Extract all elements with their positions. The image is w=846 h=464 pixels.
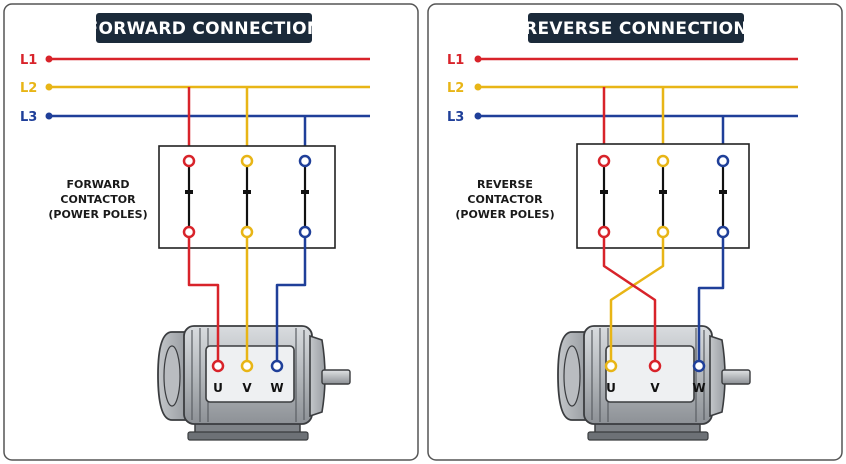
line-l2-dot	[45, 83, 53, 91]
terminal-u	[211, 359, 225, 373]
motor-wiring	[602, 237, 725, 362]
contactor-label-line1: FORWARD	[66, 178, 129, 191]
terminal-v-label: V	[650, 381, 660, 395]
panel-title: FORWARD CONNECTION	[87, 19, 322, 39]
title-badge	[96, 13, 312, 43]
contactor-label-line2: CONTACTOR	[467, 193, 543, 206]
terminal-v	[240, 359, 254, 373]
line-l1-label: L1	[20, 53, 37, 68]
line-l3-label: L3	[20, 110, 37, 125]
terminal-u-label: U	[606, 381, 616, 395]
panel-title: REVERSE CONNECTION	[524, 19, 748, 39]
title-badge	[528, 13, 744, 43]
contactor-poles	[597, 154, 730, 239]
terminal-u	[604, 359, 618, 373]
line-l1-label: L1	[447, 53, 464, 68]
line-l1-dot	[45, 55, 53, 63]
terminal-w	[692, 359, 706, 373]
line-l2-label: L2	[20, 81, 37, 96]
terminal-w-label: W	[270, 381, 283, 395]
line-l1-dot	[474, 55, 482, 63]
panel-reverse: REVERSE CONNECTION L1 L2 L3 REVERSE CONT…	[427, 3, 843, 461]
line-l2-dot	[474, 83, 482, 91]
line-l3-label: L3	[447, 110, 464, 125]
terminal-w-label: W	[692, 381, 705, 395]
motor-wiring	[187, 237, 307, 362]
terminal-w	[270, 359, 284, 373]
terminal-u-label: U	[213, 381, 223, 395]
motor-terminals: U V W	[604, 359, 706, 395]
contactor-label-line3: (POWER POLES)	[48, 208, 147, 221]
line-l3-dot	[474, 112, 482, 120]
terminal-v-label: V	[242, 381, 252, 395]
motor-terminals: U V W	[211, 359, 284, 395]
terminal-v	[648, 359, 662, 373]
line-l3-dot	[45, 112, 53, 120]
contactor-poles	[182, 154, 312, 239]
panel-forward: FORWARD CONNECTION L1 L2 L3 FORWARD CONT…	[3, 3, 419, 461]
contactor-label-line3: (POWER POLES)	[455, 208, 554, 221]
line-l2-label: L2	[447, 81, 464, 96]
contactor-label-line2: CONTACTOR	[60, 193, 136, 206]
contactor-label-line1: REVERSE	[477, 178, 533, 191]
